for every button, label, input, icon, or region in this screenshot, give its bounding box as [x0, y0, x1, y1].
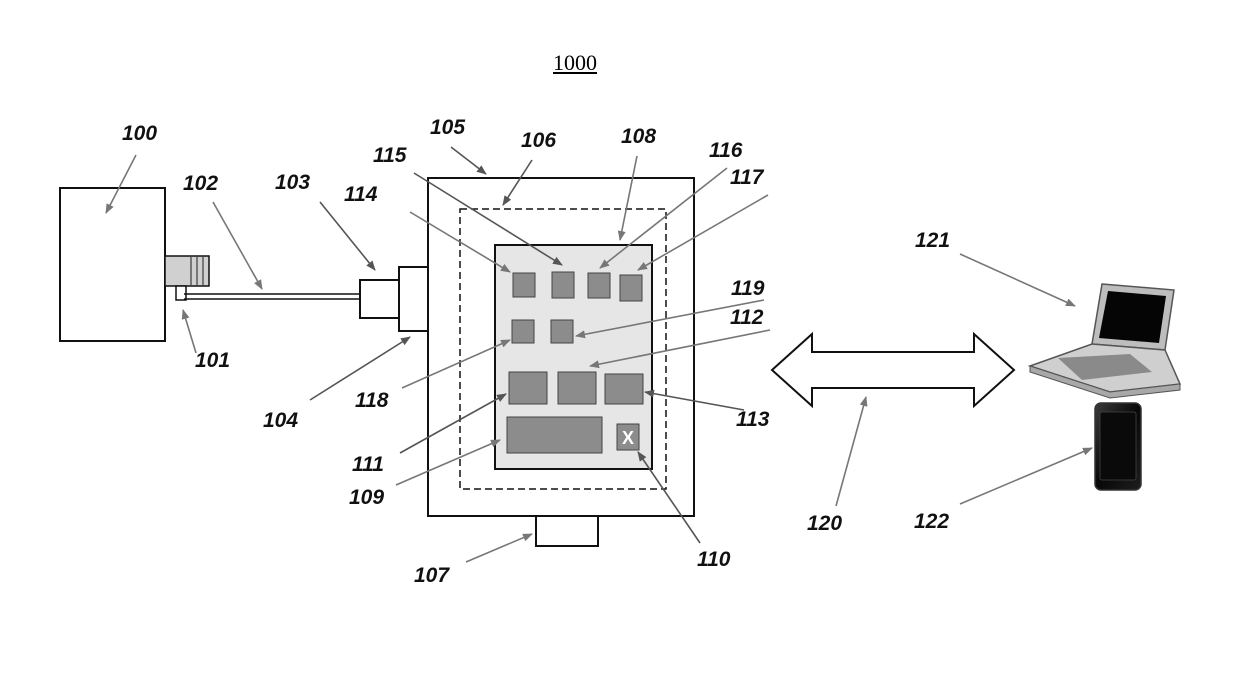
- cable: [184, 294, 362, 299]
- label-111: 111: [352, 453, 384, 476]
- label-108: 108: [621, 125, 656, 148]
- label-117: 117: [730, 166, 765, 189]
- chip-118: [512, 320, 534, 343]
- label-116: 116: [709, 139, 743, 162]
- label-100: 100: [122, 122, 157, 145]
- label-122: 122: [914, 510, 949, 533]
- chip-110: X: [617, 424, 639, 450]
- chip-115: [552, 272, 574, 298]
- chip-114: [513, 273, 535, 297]
- label-120: 120: [807, 512, 842, 535]
- chip-109: [507, 417, 602, 453]
- device-button: [536, 516, 598, 546]
- wireless-link-arrow: [772, 334, 1014, 406]
- label-104: 104: [263, 409, 298, 432]
- label-112: 112: [730, 306, 764, 329]
- cable-plug: [360, 280, 400, 318]
- device-port: [399, 267, 429, 331]
- label-115: 115: [373, 144, 407, 167]
- chip-116: [588, 273, 610, 298]
- label-102: 102: [183, 172, 218, 195]
- chip-113: [605, 374, 643, 404]
- chip-112: [558, 372, 596, 404]
- phone-icon: [1095, 403, 1141, 490]
- chip-x-mark: X: [622, 428, 634, 448]
- label-105: 105: [430, 116, 465, 139]
- label-107: 107: [414, 564, 450, 587]
- laptop-icon: [1030, 284, 1180, 398]
- label-101: 101: [195, 349, 230, 372]
- chip-111: [509, 372, 547, 404]
- label-119: 119: [731, 277, 765, 300]
- chip-119: [551, 320, 573, 343]
- chip-117: [620, 275, 642, 301]
- label-113: 113: [736, 408, 770, 431]
- label-110: 110: [697, 548, 731, 571]
- sensor-box: [60, 188, 165, 341]
- label-114: 114: [344, 183, 378, 206]
- figure-number: 1000: [540, 50, 610, 76]
- label-103: 103: [275, 171, 310, 194]
- label-106: 106: [521, 129, 556, 152]
- label-118: 118: [355, 389, 389, 412]
- label-121: 121: [915, 229, 950, 252]
- label-109: 109: [349, 486, 384, 509]
